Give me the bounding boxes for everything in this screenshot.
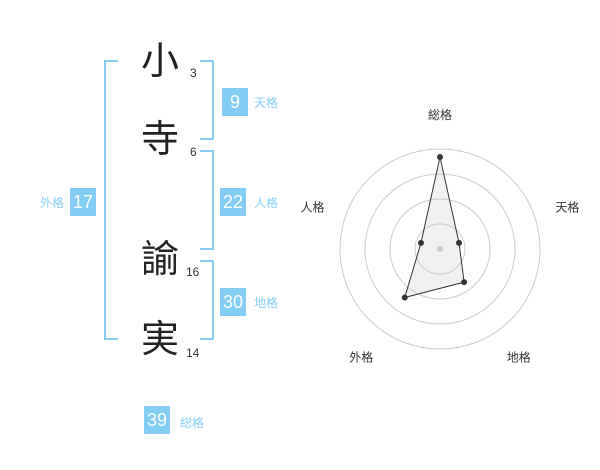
radar-point-1 [437, 154, 443, 160]
radar-ring-1 [414, 223, 466, 275]
radar-axis-label-1: 総格 [428, 107, 452, 122]
stroke-count-3: 16 [186, 265, 200, 279]
radar-ring-3 [364, 173, 516, 325]
ten-label: 天格 [254, 96, 279, 110]
jin-value: 22 [220, 188, 247, 216]
stroke-count-4: 14 [186, 346, 200, 360]
jin-label: 人格 [254, 196, 279, 210]
name-char-2: 寺 [140, 117, 179, 161]
radar-point-2 [456, 239, 463, 246]
stroke-count-1: 3 [190, 66, 197, 80]
radar-point-3 [461, 279, 468, 286]
radar-axis-label-3: 地格 [507, 349, 531, 364]
radar-axis-label-5: 人格 [301, 200, 325, 215]
gai-label: 外格 [40, 196, 65, 210]
name-char-3: 諭 [140, 237, 179, 281]
stroke-count-2: 6 [190, 145, 197, 159]
radar-ring-4 [339, 148, 541, 350]
radar-axis-label-4: 外格 [349, 349, 373, 364]
radar-series-polygon [404, 156, 465, 299]
radar-point-5 [417, 239, 424, 246]
chi-bracket [200, 260, 214, 340]
sou-label: 総格 [180, 416, 205, 430]
chi-value: 30 [220, 288, 247, 316]
radar-axis-label-2: 天格 [555, 200, 579, 215]
name-char-4: 実 [140, 317, 179, 361]
jin-bracket [200, 150, 214, 250]
radar-ring-2 [389, 198, 491, 300]
gai-bracket [104, 60, 118, 340]
chi-label: 地格 [254, 296, 279, 310]
radar-point-4 [401, 294, 408, 301]
sou-value: 39 [144, 406, 171, 434]
gai-value: 17 [70, 188, 97, 216]
ten-value: 9 [222, 88, 248, 116]
radar-center-dot [437, 246, 443, 252]
name-char-1: 小 [140, 39, 179, 83]
ten-bracket [200, 60, 214, 140]
